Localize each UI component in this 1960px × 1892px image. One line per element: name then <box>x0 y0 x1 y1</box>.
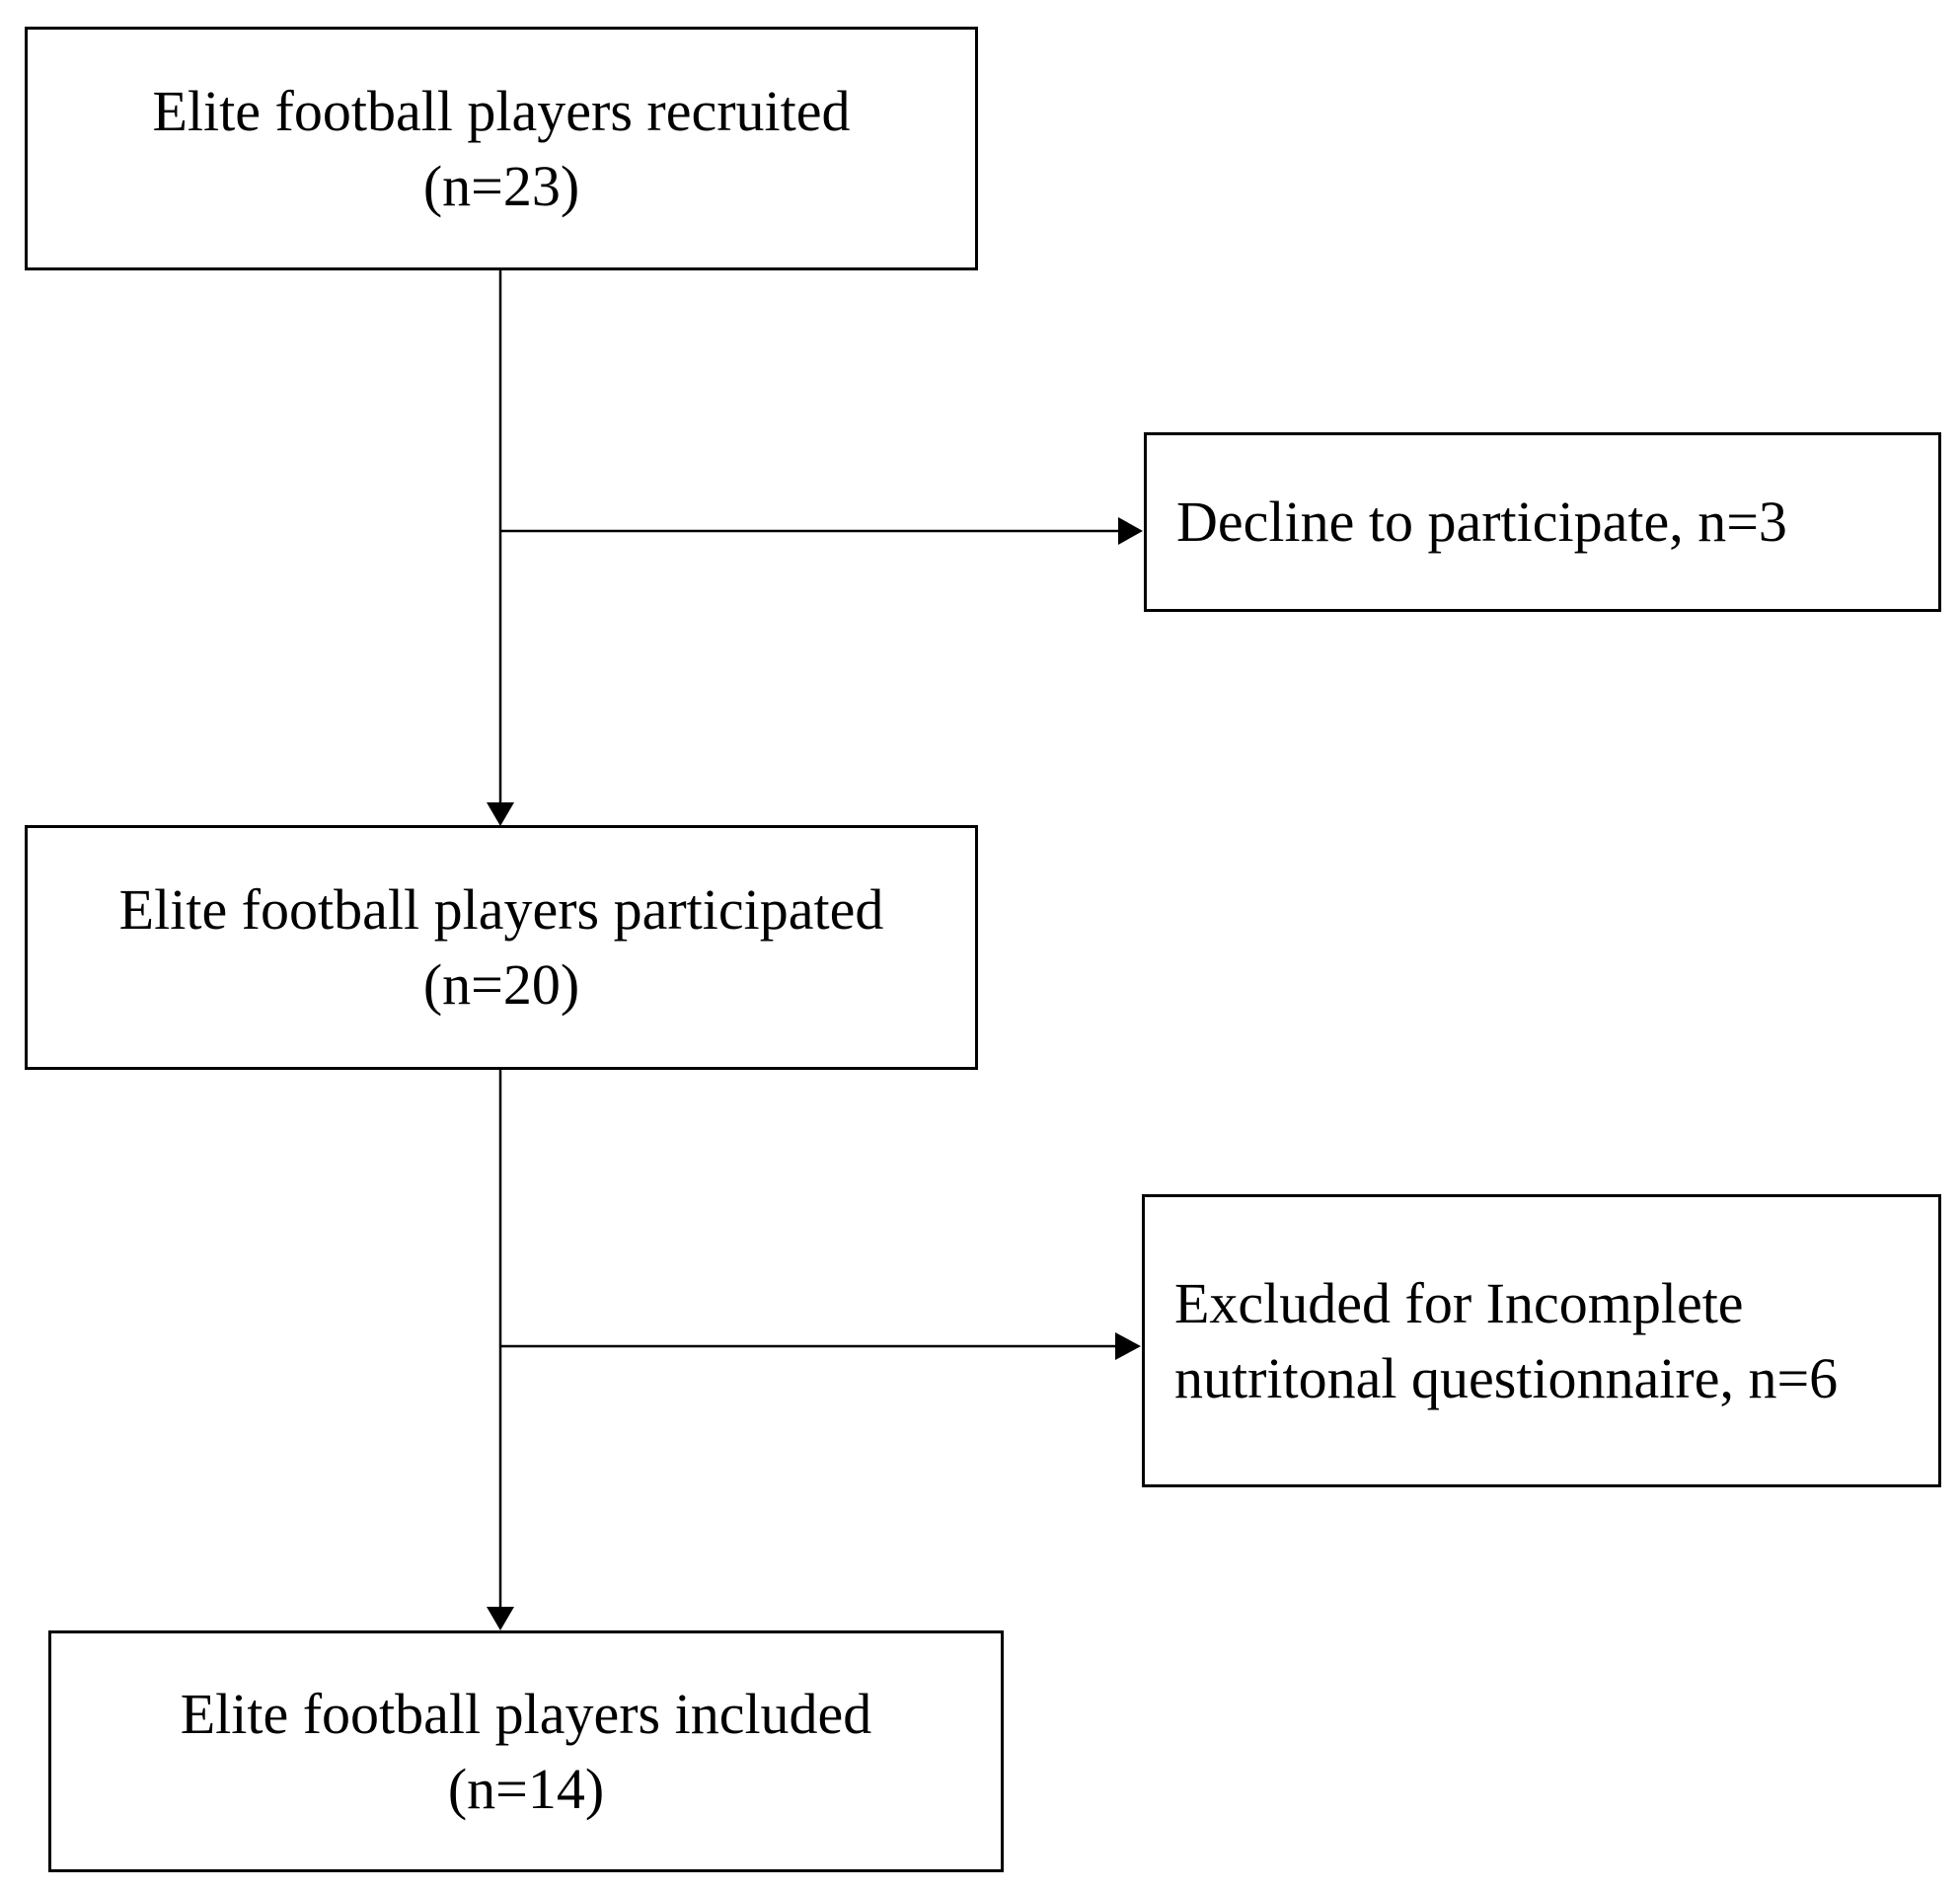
arrowhead-to-participated <box>487 802 514 826</box>
recruited-count: (n=23) <box>422 153 580 218</box>
arrowhead-to-included <box>487 1607 514 1630</box>
declined-label: Decline to participate, n=3 <box>1176 490 1787 554</box>
arrowhead-to-excluded <box>1115 1332 1141 1360</box>
participated-count: (n=20) <box>422 952 580 1017</box>
included-count: (n=14) <box>447 1756 605 1821</box>
included-label: Elite football players included <box>180 1681 872 1746</box>
excluded-count: nutritonal questionnaire, n=6 <box>1174 1345 1839 1410</box>
declined-box: Decline to participate, n=3 <box>1144 432 1941 612</box>
recruited-box: Elite football players recruited (n=23) <box>25 27 978 270</box>
excluded-box: Excluded for Incomplete nutritonal quest… <box>1142 1194 1941 1487</box>
included-box: Elite football players included (n=14) <box>48 1630 1004 1872</box>
participated-label: Elite football players participated <box>118 877 884 942</box>
excluded-label: Excluded for Incomplete <box>1174 1270 1744 1335</box>
participated-box: Elite football players participated (n=2… <box>25 825 978 1070</box>
arrowhead-to-declined <box>1118 517 1143 545</box>
recruited-label: Elite football players recruited <box>152 78 851 143</box>
